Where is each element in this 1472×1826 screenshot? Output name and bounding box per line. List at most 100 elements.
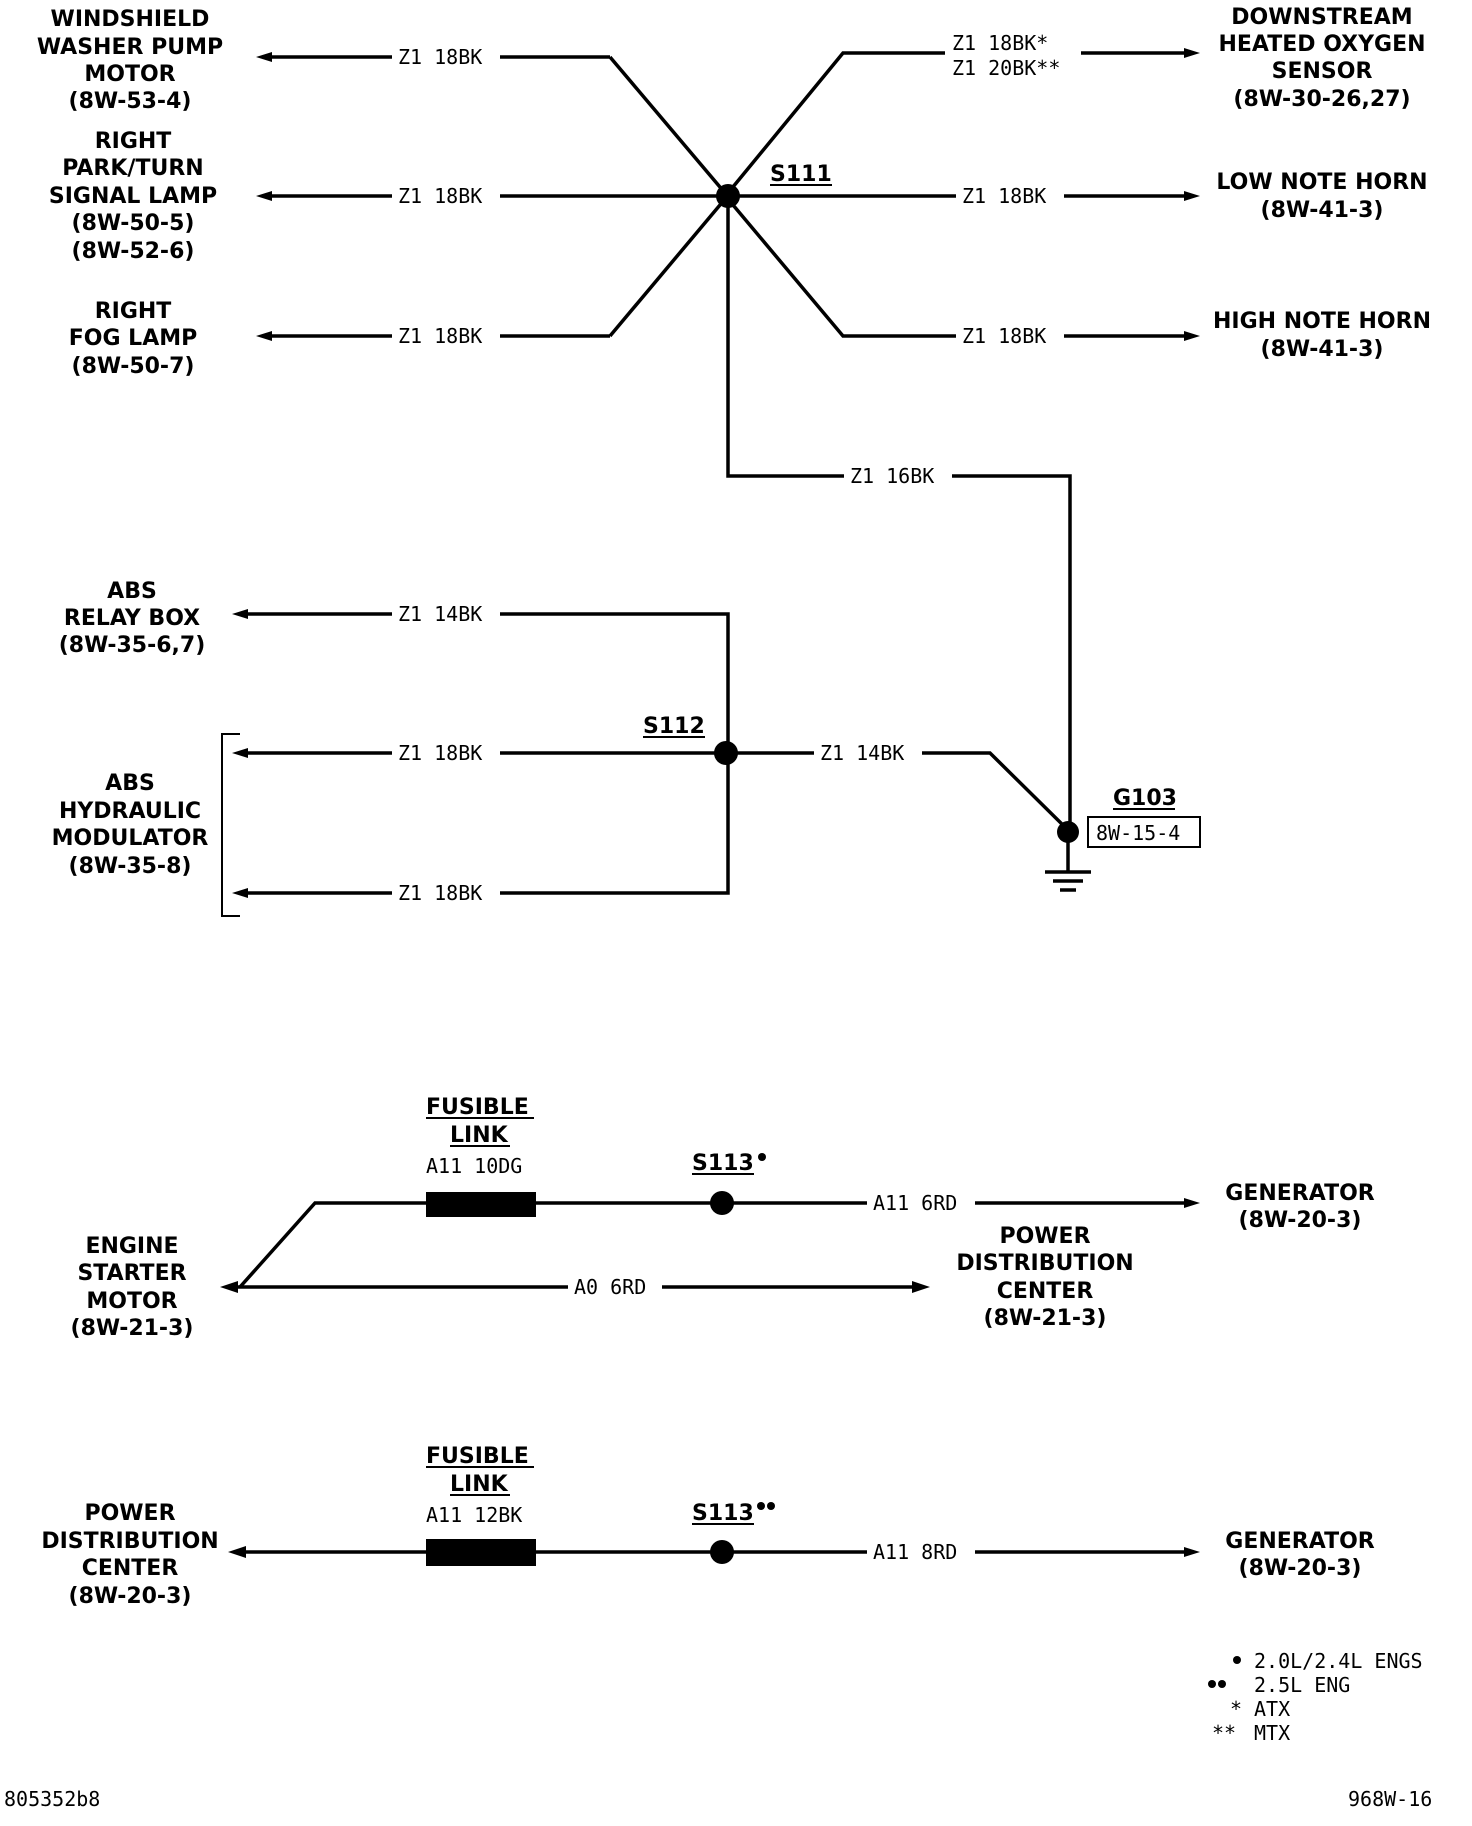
- splice-label-s112: S112: [643, 714, 705, 739]
- wire-label-gen-2: A11 8RD: [873, 1540, 957, 1564]
- svg-text:CENTER: CENTER: [82, 1556, 179, 1581]
- s112-network: [221, 609, 1091, 917]
- fusible-link-2: [426, 1539, 536, 1566]
- s113b-splice-dot: [710, 1540, 734, 1564]
- svg-text:MODULATOR: MODULATOR: [52, 826, 209, 851]
- svg-text:(8W-53-4): (8W-53-4): [69, 89, 192, 114]
- svg-text:(8W-20-3): (8W-20-3): [69, 1584, 192, 1609]
- footer-left-code: 805352b8: [4, 1787, 100, 1811]
- svg-text:(8W-50-5): (8W-50-5): [72, 211, 195, 236]
- wire-label-abs-mod-1: Z1 18BK: [398, 741, 482, 765]
- svg-text:(8W-21-3): (8W-21-3): [984, 1306, 1107, 1331]
- legend-one-dot: 2.0L/2.4L ENGS: [1254, 1649, 1423, 1673]
- legend-one-star: ATX: [1254, 1697, 1290, 1721]
- svg-text:(8W-52-6): (8W-52-6): [72, 239, 195, 264]
- legend: 2.0L/2.4L ENGS 2.5L ENG * ATX ** MTX: [1208, 1649, 1423, 1745]
- ground-ref-box: [1087, 816, 1201, 848]
- svg-text:(8W-35-8): (8W-35-8): [69, 854, 192, 879]
- svg-text:HEATED OXYGEN: HEATED OXYGEN: [1218, 32, 1425, 57]
- s113a-splice-dot: [710, 1191, 734, 1215]
- svg-text:CENTER: CENTER: [997, 1279, 1094, 1304]
- component-abs-modulator: ABS HYDRAULIC MODULATOR (8W-35-8): [52, 771, 209, 879]
- svg-text:RIGHT: RIGHT: [95, 129, 172, 154]
- s111-splice-dot: [716, 184, 740, 208]
- wire-label-fusible-2: A11 12BK: [426, 1503, 522, 1527]
- component-starter-motor: ENGINE STARTER MOTOR (8W-21-3): [71, 1234, 194, 1341]
- component-right-fog-lamp: RIGHT FOG LAMP (8W-50-7): [69, 299, 198, 379]
- splice-label-s111: S111: [770, 162, 832, 187]
- component-pdc-top: POWER DISTRIBUTION CENTER (8W-21-3): [956, 1224, 1133, 1331]
- fusible-link-2-subtitle: LINK: [450, 1472, 509, 1497]
- footer-right-code: 968W-16: [1348, 1787, 1432, 1811]
- svg-text:POWER: POWER: [999, 1224, 1090, 1249]
- svg-text:DISTRIBUTION: DISTRIBUTION: [956, 1251, 1133, 1276]
- component-low-note-horn: LOW NOTE HORN (8W-41-3): [1216, 170, 1427, 223]
- wire-label-fog: Z1 18BK: [398, 324, 482, 348]
- component-abs-relay-box: ABS RELAY BOX (8W-35-6,7): [59, 579, 206, 658]
- svg-text:(8W-20-3): (8W-20-3): [1239, 1556, 1362, 1581]
- fusible-link-2-title: FUSIBLE: [426, 1444, 529, 1469]
- wire-label-oxygen-atx: Z1 18BK*: [952, 31, 1048, 55]
- fusible-link-1-subtitle: LINK: [450, 1123, 509, 1148]
- svg-text:GENERATOR: GENERATOR: [1225, 1529, 1374, 1554]
- legend-two-stars: MTX: [1254, 1721, 1290, 1745]
- svg-text:HYDRAULIC: HYDRAULIC: [59, 799, 201, 824]
- wire-label-gen-1: A11 6RD: [873, 1191, 957, 1215]
- wire-label-park-turn: Z1 18BK: [398, 184, 482, 208]
- svg-text:HIGH NOTE HORN: HIGH NOTE HORN: [1213, 309, 1431, 334]
- svg-text:ENGINE: ENGINE: [85, 1234, 178, 1259]
- svg-text:MOTOR: MOTOR: [84, 62, 175, 87]
- fusible-link-1-title: FUSIBLE: [426, 1095, 529, 1120]
- wire-label-s111-ground: Z1 16BK: [850, 464, 934, 488]
- component-oxygen-sensor: DOWNSTREAM HEATED OXYGEN SENSOR (8W-30-2…: [1218, 5, 1425, 112]
- component-pdc-bottom: POWER DISTRIBUTION CENTER (8W-20-3): [41, 1501, 218, 1609]
- wire-label-washer: Z1 18BK: [398, 45, 482, 69]
- wire-label-high-horn: Z1 18BK: [962, 324, 1046, 348]
- svg-text:FOG LAMP: FOG LAMP: [69, 326, 198, 351]
- legend-two-dots: 2.5L ENG: [1254, 1673, 1350, 1697]
- svg-text:ABS: ABS: [107, 579, 157, 604]
- legend-one-star-symbol: *: [1230, 1697, 1242, 1721]
- ground-ref-label: 8W-15-4: [1096, 821, 1180, 845]
- wire-label-fusible-1: A11 10DG: [426, 1154, 522, 1178]
- svg-text:(8W-35-6,7): (8W-35-6,7): [59, 633, 206, 658]
- svg-text:(8W-50-7): (8W-50-7): [72, 354, 195, 379]
- fusible-link-1: [426, 1192, 536, 1217]
- s112-splice-dot: [714, 741, 738, 765]
- svg-text:MOTOR: MOTOR: [86, 1289, 177, 1314]
- svg-text:GENERATOR: GENERATOR: [1225, 1181, 1374, 1206]
- wire-label-oxygen-mtx: Z1 20BK**: [952, 56, 1060, 80]
- ground-label-g103: G103: [1113, 786, 1177, 811]
- svg-text:RIGHT: RIGHT: [95, 299, 172, 324]
- svg-text:SIGNAL LAMP: SIGNAL LAMP: [49, 184, 217, 209]
- svg-text:DOWNSTREAM: DOWNSTREAM: [1231, 5, 1412, 30]
- wire-label-low-horn: Z1 18BK: [962, 184, 1046, 208]
- svg-text:(8W-41-3): (8W-41-3): [1261, 337, 1384, 362]
- svg-text:PARK/TURN: PARK/TURN: [62, 156, 203, 181]
- splice-label-s113a: S113: [692, 1151, 754, 1176]
- wire-label-abs-relay: Z1 14BK: [398, 602, 482, 626]
- svg-text:WASHER PUMP: WASHER PUMP: [37, 35, 223, 60]
- component-generator-bottom: GENERATOR (8W-20-3): [1225, 1529, 1374, 1581]
- wire-label-s112-ground: Z1 14BK: [820, 741, 904, 765]
- svg-text:DISTRIBUTION: DISTRIBUTION: [41, 1529, 218, 1554]
- splice-label-s113b: S113: [692, 1501, 754, 1526]
- component-generator-top: GENERATOR (8W-20-3): [1225, 1181, 1374, 1233]
- svg-text:POWER: POWER: [84, 1501, 175, 1526]
- wire-label-abs-mod-2: Z1 18BK: [398, 881, 482, 905]
- svg-text:(8W-20-3): (8W-20-3): [1239, 1208, 1362, 1233]
- component-high-note-horn: HIGH NOTE HORN (8W-41-3): [1213, 309, 1431, 362]
- wire-label-starter-pdc: A0 6RD: [574, 1275, 646, 1299]
- component-right-park-turn-lamp: RIGHT PARK/TURN SIGNAL LAMP (8W-50-5) (8…: [49, 129, 217, 264]
- svg-text:(8W-30-26,27): (8W-30-26,27): [1233, 87, 1410, 112]
- svg-text:WINDSHIELD: WINDSHIELD: [51, 7, 210, 32]
- svg-text:(8W-21-3): (8W-21-3): [71, 1316, 194, 1341]
- svg-text:RELAY BOX: RELAY BOX: [64, 606, 200, 631]
- svg-text:STARTER: STARTER: [77, 1261, 186, 1286]
- legend-two-stars-symbol: **: [1212, 1721, 1236, 1745]
- svg-text:ABS: ABS: [105, 771, 155, 796]
- pdc-generator-network: [228, 1539, 1200, 1566]
- svg-text:SENSOR: SENSOR: [1272, 59, 1373, 84]
- svg-text:LOW NOTE HORN: LOW NOTE HORN: [1216, 170, 1427, 195]
